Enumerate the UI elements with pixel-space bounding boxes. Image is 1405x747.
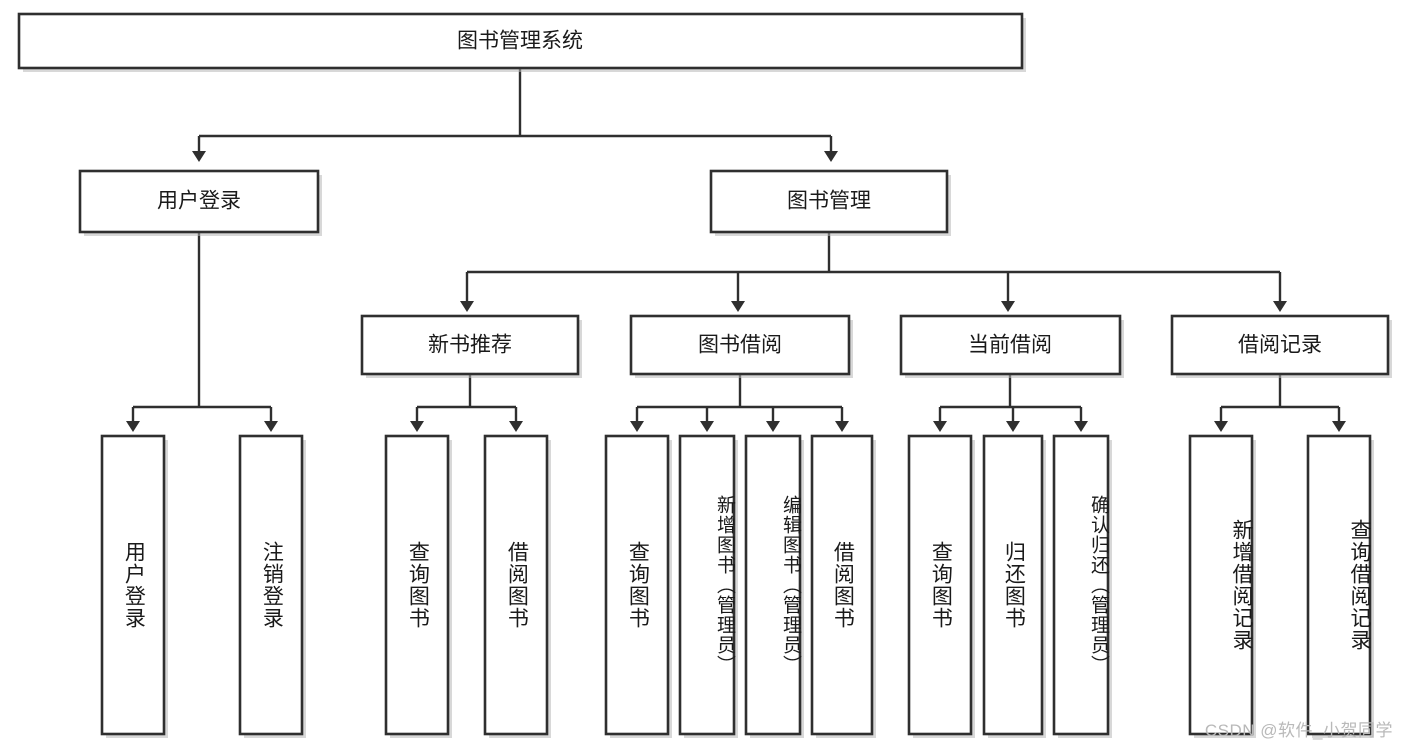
node-borrow-record-label: 借阅记录: [1238, 334, 1322, 357]
node-book-borrow[interactable]: 图书借阅: [629, 314, 853, 378]
node-leaf-confirm-return[interactable]: [1052, 434, 1112, 738]
node-leaf-edit-book[interactable]: [744, 434, 804, 738]
node-current-borrow[interactable]: 当前借阅: [899, 314, 1124, 378]
node-leaf-user-login[interactable]: [100, 434, 168, 738]
node-leaf-query-book-2[interactable]: [604, 434, 672, 738]
node-leaf-query-book-3[interactable]: [907, 434, 975, 738]
node-leaf-borrow-book-2[interactable]: [810, 434, 876, 738]
node-leaf-logout[interactable]: [238, 434, 306, 738]
node-book-manage[interactable]: 图书管理: [709, 169, 951, 236]
node-leaf-add-record[interactable]: [1188, 434, 1256, 738]
node-leaf-query-record[interactable]: [1306, 434, 1374, 738]
node-new-book-rec-label: 新书推荐: [428, 334, 512, 357]
node-borrow-record[interactable]: 借阅记录: [1170, 314, 1392, 378]
node-current-borrow-label: 当前借阅: [968, 334, 1052, 357]
node-root-label: 图书管理系统: [457, 30, 583, 53]
watermark-text: CSDN @软件_小贺同学: [1204, 721, 1393, 740]
node-new-book-rec[interactable]: 新书推荐: [360, 314, 582, 378]
node-leaf-query-book-1[interactable]: [384, 434, 452, 738]
node-leaf-return-book[interactable]: [982, 434, 1046, 738]
leaf-box-layer: [100, 434, 1374, 738]
node-book-borrow-label: 图书借阅: [698, 334, 782, 357]
node-root[interactable]: 图书管理系统: [17, 12, 1026, 72]
node-leaf-add-book[interactable]: [678, 434, 738, 738]
node-user-login-label: 用户登录: [157, 190, 241, 213]
connector-layer: [126, 68, 1346, 432]
node-leaf-borrow-book-1[interactable]: [483, 434, 551, 738]
node-book-manage-label: 图书管理: [787, 190, 871, 213]
node-user-login[interactable]: 用户登录: [78, 169, 322, 236]
